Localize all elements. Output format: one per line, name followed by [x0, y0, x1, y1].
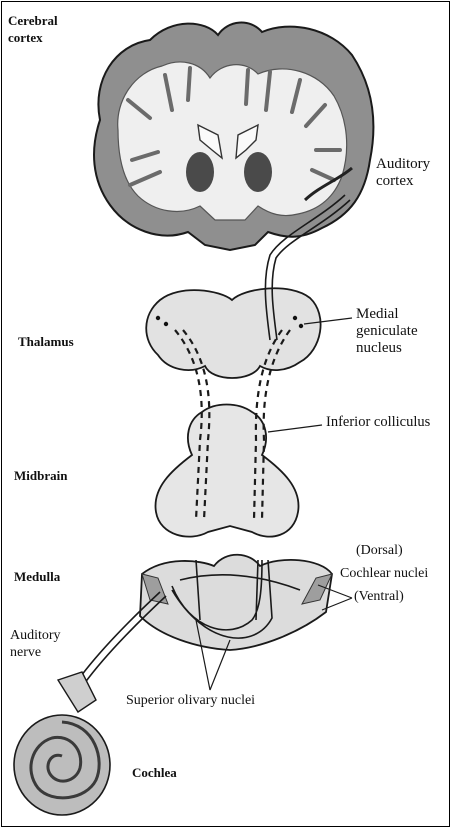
mgn-left-dots: [156, 316, 160, 320]
mgn-right-dots: [293, 316, 297, 320]
cochlea-spiral: [14, 672, 110, 815]
cochlea-outer: [14, 715, 110, 815]
label-dorsal: (Dorsal): [356, 542, 403, 559]
label-cochlea: Cochlea: [132, 764, 177, 781]
deep-nuclei-left: [186, 152, 214, 192]
label-medulla: Medulla: [14, 568, 60, 585]
thalamus-section: [146, 288, 320, 378]
ic-label-leader: [268, 425, 322, 432]
cochlea-tube: [58, 672, 96, 712]
midbrain-section: [155, 405, 298, 537]
white-matter: [118, 62, 347, 220]
label-ventral: (Ventral): [354, 588, 404, 605]
thalamus-outline: [146, 288, 320, 378]
label-auditory-cortex: Auditory cortex: [376, 156, 430, 190]
mgn-left-dots-2: [164, 322, 168, 326]
medulla-section: [140, 555, 332, 650]
label-medial-geniculate: Medial geniculate nucleus: [356, 306, 418, 357]
label-inferior-colliculus: Inferior colliculus: [326, 414, 430, 431]
midbrain-outline: [155, 405, 298, 537]
label-auditory-nerve: Auditory nerve: [10, 627, 61, 661]
label-thalamus: Thalamus: [18, 333, 74, 350]
label-midbrain: Midbrain: [14, 467, 67, 484]
label-cochlear-nuclei: Cochlear nuclei: [340, 565, 428, 582]
deep-nuclei-right: [244, 152, 272, 192]
mgn-right-dots-2: [299, 324, 303, 328]
label-cerebral-cortex: Cerebral cortex: [8, 12, 58, 46]
label-superior-olivary: Superior olivary nuclei: [126, 692, 255, 709]
